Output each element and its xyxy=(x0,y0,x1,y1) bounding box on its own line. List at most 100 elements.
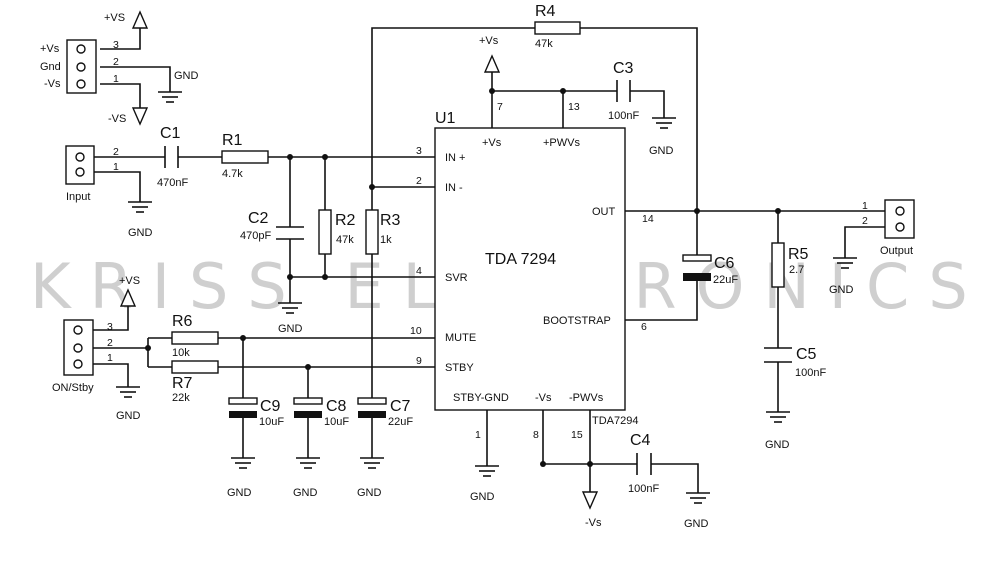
resistor-body xyxy=(221,150,269,164)
input-label: Input xyxy=(66,191,90,203)
arrow-up-icon xyxy=(483,54,501,73)
cap-plate-positive xyxy=(228,397,258,405)
resistor-body xyxy=(171,360,219,374)
output-connector: 1 2 Output xyxy=(862,199,915,257)
value-r4: 47k xyxy=(535,38,553,50)
gnd-label: GND xyxy=(116,410,141,422)
resistor-r4: R4 47k xyxy=(534,3,581,50)
pin-label-in-minus: IN - xyxy=(445,182,463,194)
output-label: Output xyxy=(880,245,913,257)
gnd-label: GND xyxy=(227,487,252,499)
ic-ref: U1 xyxy=(435,110,456,127)
pin-number-4: 4 xyxy=(416,265,422,277)
pin-label-stby: STBY xyxy=(445,362,474,374)
wire-c4-gnd xyxy=(651,463,699,493)
capacitor-c7: C7 22uF xyxy=(357,397,413,428)
capacitor-c2: C2 470pF xyxy=(240,210,304,242)
cap-plate-positive xyxy=(357,397,387,405)
wire-stby-pos xyxy=(93,306,129,331)
wire-power-neg xyxy=(100,83,141,108)
net-label: -VS xyxy=(108,113,126,125)
net-label: +VS xyxy=(119,275,140,287)
ground-c5: GND xyxy=(765,411,790,451)
resistor-body xyxy=(171,331,219,345)
wire-c3-gnd xyxy=(630,90,665,118)
net-label: -Vs xyxy=(585,517,602,529)
pin-number-14: 14 xyxy=(642,213,654,225)
junction-dot xyxy=(369,184,375,190)
stby-pin-2: 2 xyxy=(107,337,113,349)
pin-label-svr: SVR xyxy=(445,272,468,284)
input-pin-2: 2 xyxy=(113,146,119,158)
wire-power-gnd xyxy=(100,66,171,92)
wire-power-pos xyxy=(100,28,141,50)
cap-plate-negative xyxy=(294,411,322,418)
conn-label-neg-vs: -Vs xyxy=(44,78,61,90)
pin-number-8: 8 xyxy=(533,429,539,441)
value-c5: 100nF xyxy=(795,367,826,379)
pin-number-6: 6 xyxy=(641,321,647,333)
junction-dot xyxy=(489,88,495,94)
pin-number-13: 13 xyxy=(568,101,580,113)
junction-dot xyxy=(694,208,700,214)
value-c6: 22uF xyxy=(713,274,738,286)
gnd-label: GND xyxy=(649,145,674,157)
cap-plate-negative xyxy=(358,411,386,418)
ground-c8: GND xyxy=(293,457,320,499)
resistor-r5: R5 2.7 xyxy=(771,242,809,288)
wire-output-gnd xyxy=(844,226,885,258)
ref-r1: R1 xyxy=(222,132,243,149)
connector-pin xyxy=(73,359,83,369)
arrow-down-icon xyxy=(581,491,599,510)
wire-bootstrap xyxy=(625,281,698,321)
connector-pin xyxy=(895,222,905,232)
pin-label-pwvs: +PWVs xyxy=(543,137,580,149)
gnd-label: GND xyxy=(470,491,495,503)
junction-dot xyxy=(240,335,246,341)
junction-dot xyxy=(145,345,151,351)
pin-label-neg-vs: -Vs xyxy=(535,392,552,404)
ground-c9: GND xyxy=(227,457,255,499)
pin-number-2: 2 xyxy=(416,175,422,187)
value-r1: 4.7k xyxy=(222,168,243,180)
gnd-label: GND xyxy=(765,439,790,451)
input-pin-1: 1 xyxy=(113,161,119,173)
connector-pin xyxy=(73,343,83,353)
conn-label-gnd: Gnd xyxy=(40,61,61,73)
supply-neg-vs-bottom: -Vs xyxy=(581,491,602,529)
junction-dot xyxy=(305,364,311,370)
connector-pin xyxy=(76,44,86,54)
capacitor-c6: C6 22uF xyxy=(682,254,738,286)
ref-r6: R6 xyxy=(172,313,193,330)
cap-plate-negative xyxy=(229,411,257,418)
onstby-label: ON/Stby xyxy=(52,382,94,394)
pin-number-15: 15 xyxy=(571,429,583,441)
wire-pin8 xyxy=(542,410,590,465)
ref-r7: R7 xyxy=(172,375,193,392)
ground-pin1: GND xyxy=(470,465,499,503)
capacitor-c3: C3 100nF xyxy=(608,60,639,122)
pin-number-7: 7 xyxy=(497,101,503,113)
junction-dot xyxy=(587,461,593,467)
value-r3: 1k xyxy=(380,234,392,246)
ref-r3: R3 xyxy=(380,212,401,229)
ground-c7: GND xyxy=(357,457,384,499)
conn-pin-2: 2 xyxy=(113,56,119,68)
ground-c4: GND xyxy=(684,492,710,530)
value-r5: 2.7 xyxy=(789,264,804,276)
cap-plate-positive xyxy=(293,397,323,405)
ref-c2: C2 xyxy=(248,210,269,227)
pin-label-out: OUT xyxy=(592,206,616,218)
net-label: +VS xyxy=(104,12,125,24)
supply-neg-vs-left: -VS xyxy=(108,107,149,126)
value-r7: 22k xyxy=(172,392,190,404)
ground-stby: GND xyxy=(116,386,141,422)
ref-c9: C9 xyxy=(260,398,281,415)
junction-dot xyxy=(322,154,328,160)
resistor-body xyxy=(534,21,581,35)
ic-part: TDA7294 xyxy=(592,415,638,427)
junction-dot xyxy=(775,208,781,214)
wire-input-gnd xyxy=(94,171,141,202)
